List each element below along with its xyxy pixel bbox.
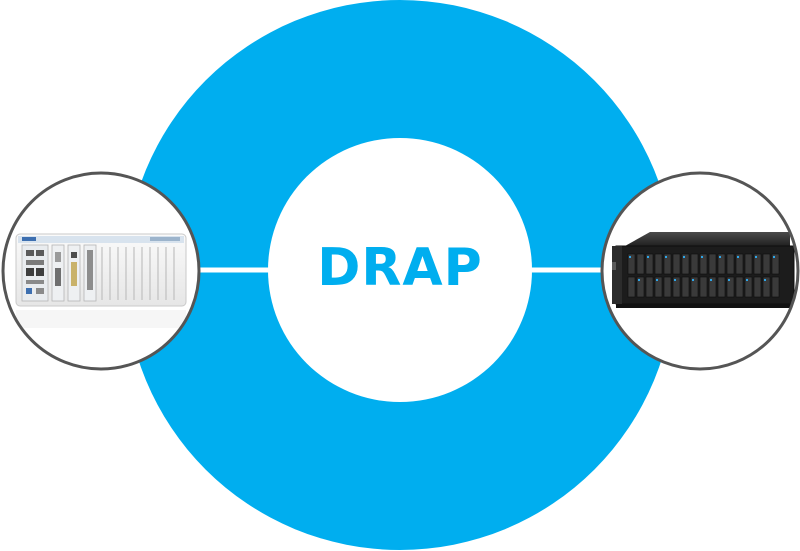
left-device-node [1, 171, 201, 371]
right-device-node [600, 171, 800, 371]
inner-circle [268, 138, 532, 402]
center-label: DRAP [317, 238, 483, 298]
rack-server-icon [612, 232, 795, 308]
pxi-chassis-icon [15, 233, 187, 328]
